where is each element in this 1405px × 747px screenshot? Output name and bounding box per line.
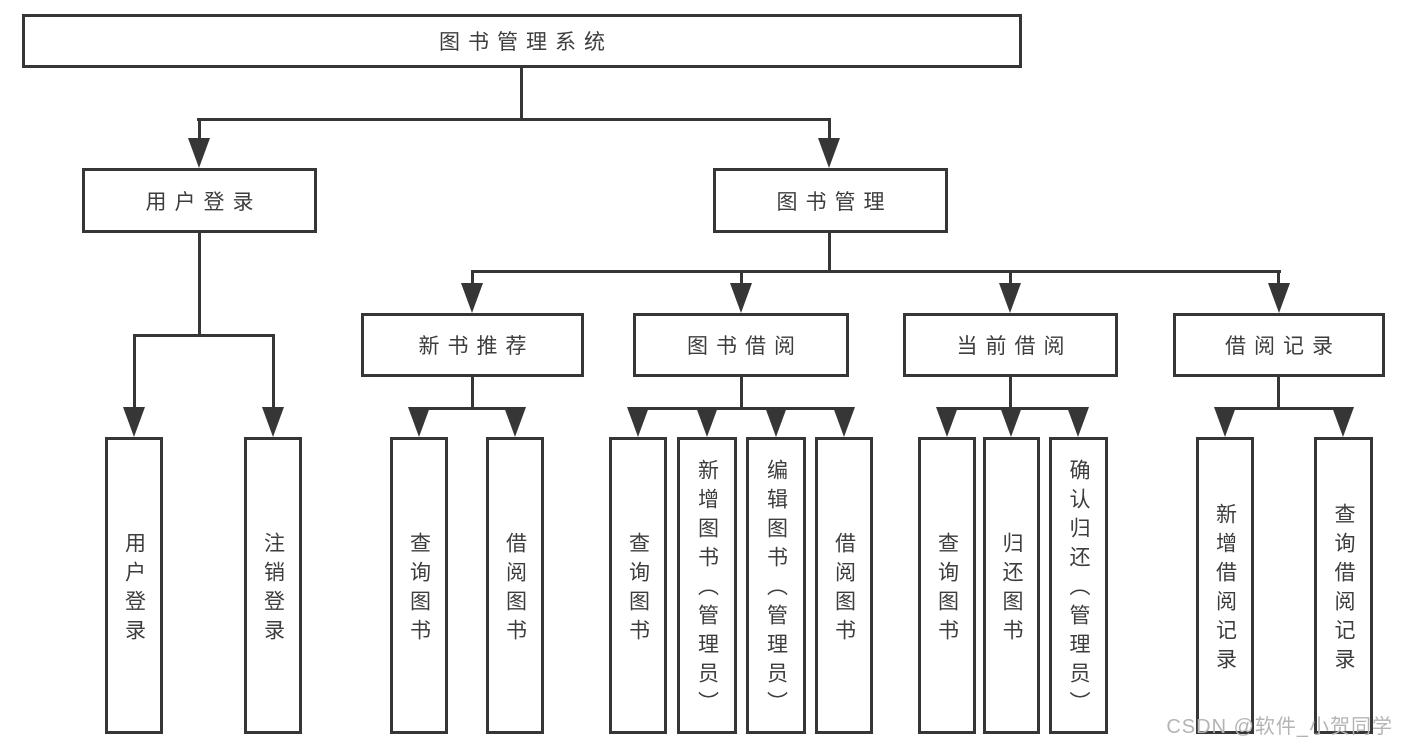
node-label: 查询图书 xyxy=(626,531,650,648)
leaf-add-borrow-record: 新增借阅记录 xyxy=(1196,437,1254,734)
connector-line xyxy=(471,271,474,287)
node-label: 用户登录 xyxy=(122,531,146,648)
node-label: 新增借阅记录 xyxy=(1213,502,1237,677)
leaf-query-borrow-record: 查询借阅记录 xyxy=(1314,437,1373,734)
arrowhead-down-icon xyxy=(1000,407,1022,437)
connector-line-login-branch xyxy=(133,334,275,337)
leaf-edit-book-admin: 编辑图书（管理员） xyxy=(746,437,806,734)
leaf-confirm-return-admin: 确认归还（管理员） xyxy=(1049,437,1108,734)
arrowhead-down-icon xyxy=(262,407,284,437)
node-user-login: 用户登录 xyxy=(82,168,317,233)
connector-line-borrow-stem xyxy=(740,377,743,410)
node-label: 查询图书 xyxy=(935,531,959,648)
leaf-borrow-books-borrowing: 借阅图书 xyxy=(815,437,873,734)
node-current-borrowing: 当前借阅 xyxy=(903,313,1118,377)
node-label: 当前借阅 xyxy=(956,335,1073,358)
arrowhead-down-icon xyxy=(408,407,430,437)
arrowhead-down-icon xyxy=(765,407,787,437)
arrowhead-down-icon xyxy=(1332,407,1354,437)
arrowhead-down-icon xyxy=(696,407,718,437)
connector-line-records-stem xyxy=(1277,377,1280,410)
node-label: 编辑图书（管理员） xyxy=(764,459,788,720)
leaf-borrow-books-newbook: 借阅图书 xyxy=(486,437,544,734)
connector-line xyxy=(828,118,831,142)
arrowhead-down-icon xyxy=(188,138,210,168)
connector-line xyxy=(198,118,201,142)
node-label: 借阅记录 xyxy=(1225,335,1341,358)
connector-line-newbook-branch xyxy=(418,407,517,410)
connector-line-newbook-stem xyxy=(471,377,474,410)
connector-line-records-branch xyxy=(1224,407,1345,410)
connector-line xyxy=(133,334,136,410)
leaf-query-books-newbook: 查询图书 xyxy=(390,437,448,734)
arrowhead-down-icon xyxy=(999,283,1021,313)
node-label: 归还图书 xyxy=(1000,531,1023,648)
connector-line xyxy=(1009,271,1012,287)
leaf-return-book: 归还图书 xyxy=(983,437,1040,734)
leaf-query-books-borrowing: 查询图书 xyxy=(609,437,667,734)
node-label: 确认归还（管理员） xyxy=(1067,459,1090,720)
node-label: 用户登录 xyxy=(145,190,262,214)
connector-line xyxy=(740,271,743,287)
leaf-logout: 注销登录 xyxy=(244,437,302,734)
arrowhead-down-icon xyxy=(627,407,649,437)
watermark: CSDN @软件_小贺同学 xyxy=(1166,716,1393,738)
node-label: 新增图书（管理员） xyxy=(695,459,719,720)
node-new-book-recommend: 新书推荐 xyxy=(361,313,584,377)
node-label: 图书管理系统 xyxy=(439,31,613,54)
arrowhead-down-icon xyxy=(1268,283,1290,313)
connector-line xyxy=(1277,271,1280,287)
node-label: 新书推荐 xyxy=(418,335,535,358)
node-label: 图书管理 xyxy=(776,190,893,214)
node-borrowing-records: 借阅记录 xyxy=(1173,313,1385,377)
arrowhead-down-icon xyxy=(1214,407,1236,437)
arrowhead-down-icon xyxy=(123,407,145,437)
arrowhead-down-icon xyxy=(730,283,752,313)
node-label: 借阅图书 xyxy=(503,531,527,648)
connector-line-book-mgmt-stem xyxy=(828,233,831,273)
leaf-add-book-admin: 新增图书（管理员） xyxy=(677,437,737,734)
leaf-user-login: 用户登录 xyxy=(105,437,163,734)
connector-line-root-stem xyxy=(520,68,523,120)
connector-line-root-branch xyxy=(197,118,831,121)
arrowhead-down-icon xyxy=(833,407,855,437)
node-label: 图书借阅 xyxy=(687,335,803,358)
node-root: 图书管理系统 xyxy=(22,14,1022,68)
arrowhead-down-icon xyxy=(818,138,840,168)
arrowhead-down-icon xyxy=(504,407,526,437)
node-label: 查询图书 xyxy=(407,531,431,648)
leaf-query-books-current: 查询图书 xyxy=(918,437,976,734)
connector-line-login-stem xyxy=(198,233,201,337)
arrowhead-down-icon xyxy=(1067,407,1089,437)
node-book-management: 图书管理 xyxy=(713,168,948,233)
connector-line xyxy=(272,334,275,410)
arrowhead-down-icon xyxy=(461,283,483,313)
node-label: 借阅图书 xyxy=(832,531,856,648)
node-label: 注销登录 xyxy=(261,531,285,648)
connector-line-book-mgmt-branch xyxy=(471,270,1281,273)
arrowhead-down-icon xyxy=(936,407,958,437)
node-label: 查询借阅记录 xyxy=(1332,502,1355,677)
connector-line-current-stem xyxy=(1009,377,1012,410)
node-book-borrowing: 图书借阅 xyxy=(633,313,849,377)
